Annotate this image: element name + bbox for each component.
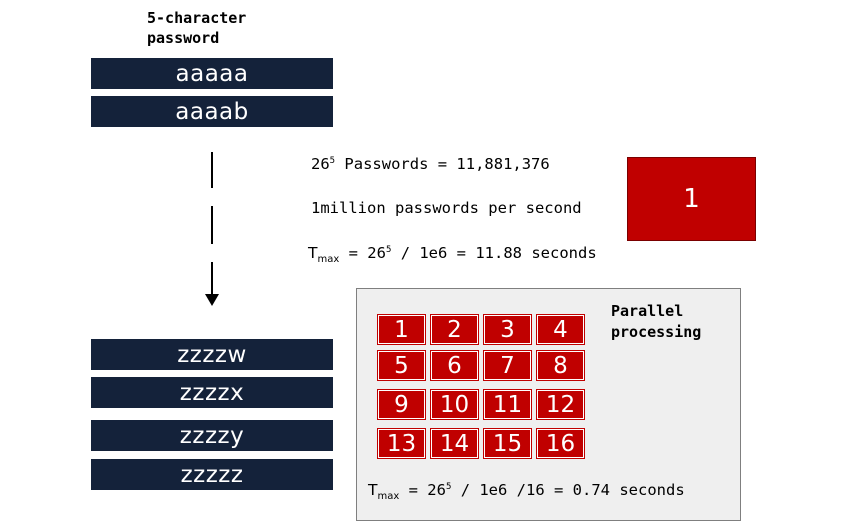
arrow-dash [211, 152, 213, 188]
processor-cell: 14 [430, 428, 479, 459]
arrow-dash [211, 262, 213, 296]
diagram-title: 5-character password [147, 8, 246, 48]
password-bar: aaaab [91, 96, 333, 127]
password-bar: zzzzw [91, 339, 333, 370]
processor-cell: 11 [483, 389, 532, 420]
processor-cell: 15 [483, 428, 532, 459]
processor-cell: 16 [536, 428, 585, 459]
processor-cell: 12 [536, 389, 585, 420]
rate-text: 1million passwords per second [311, 199, 582, 217]
single-processor: 1 [627, 157, 756, 241]
tmax-single: Tmax = 265 / 1e6 = 11.88 seconds [308, 244, 597, 266]
processor-cell: 2 [430, 314, 479, 345]
arrow-head-icon [205, 294, 219, 306]
processor-cell: 1 [377, 314, 426, 345]
password-bar: zzzzy [91, 420, 333, 451]
processor-cell: 8 [536, 350, 585, 381]
processor-cell: 7 [483, 350, 532, 381]
password-bar: zzzzz [91, 459, 333, 490]
processor-cell: 5 [377, 350, 426, 381]
password-bar: zzzzx [91, 377, 333, 408]
processor-cell: 4 [536, 314, 585, 345]
title-line-2: password [147, 29, 220, 47]
password-count: 265 Passwords = 11,881,376 [311, 155, 550, 173]
password-bar: aaaaa [91, 58, 333, 89]
processor-cell: 3 [483, 314, 532, 345]
processor-cell: 6 [430, 350, 479, 381]
processor-cell: 10 [430, 389, 479, 420]
tmax-parallel: Tmax = 265 / 1e6 /16 = 0.74 seconds [368, 481, 685, 503]
arrow-dash [211, 206, 213, 244]
title-line-1: 5-character [147, 9, 247, 27]
parallel-label: Parallel processing [611, 302, 702, 341]
processor-cell: 13 [377, 428, 426, 459]
processor-cell: 9 [377, 389, 426, 420]
